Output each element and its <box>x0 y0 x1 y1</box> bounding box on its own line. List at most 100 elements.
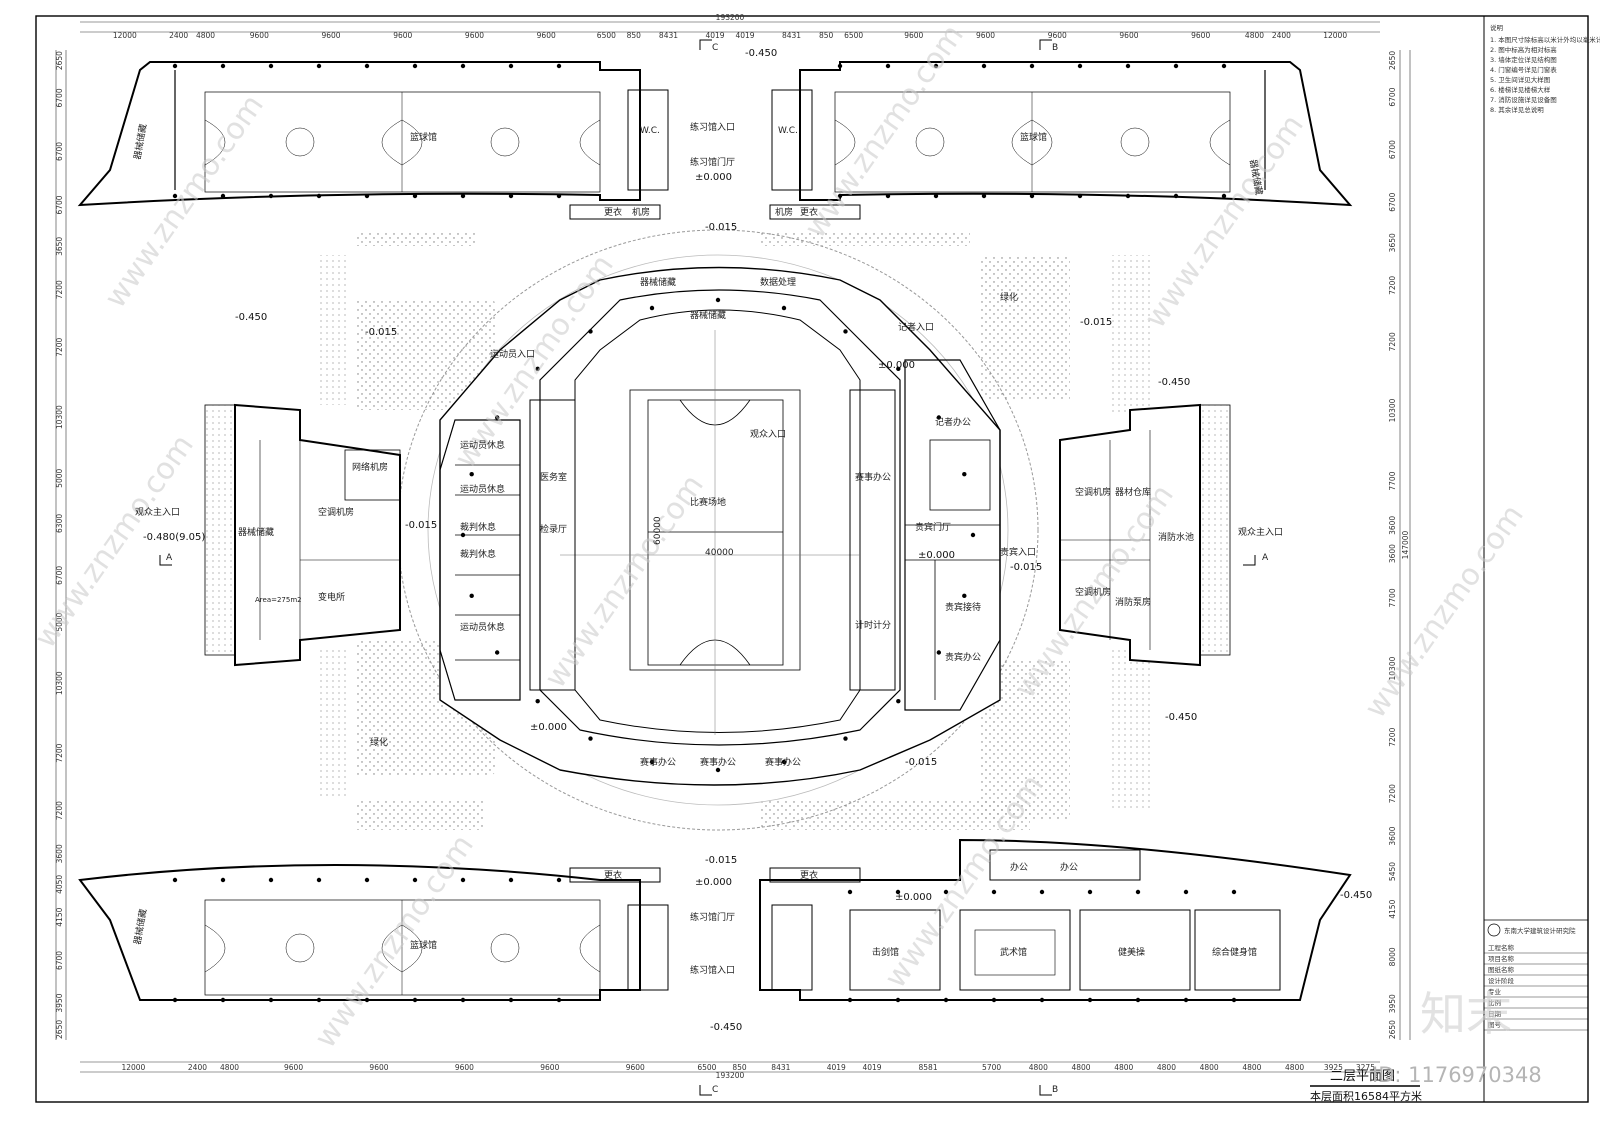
column <box>1183 997 1189 1003</box>
column-grid <box>172 63 1237 1003</box>
label-practice-entry-bottom: 练习馆入口 <box>690 964 735 976</box>
dimension-label: 6500 <box>697 1063 716 1072</box>
label-athlete-rest-3: 运动员休息 <box>460 621 505 633</box>
title-block-row-label: 工程名称 <box>1488 943 1515 952</box>
label-spectator-main-entry-left: 观众主入口 <box>135 506 180 518</box>
dimension-label: 6700 <box>55 951 64 970</box>
column <box>268 193 274 199</box>
column <box>460 877 466 883</box>
dimension-label: 4800 <box>220 1063 239 1072</box>
title-block-row-label: 专业 <box>1488 987 1502 996</box>
label-spectator-main-entry-right: 观众主入口 <box>1238 526 1283 538</box>
column <box>556 193 562 199</box>
top-dimension-chain <box>55 21 1411 1073</box>
label-change-br: 更衣 <box>800 869 818 881</box>
label-wc-tl: W.C. <box>640 126 660 136</box>
dimension-label: 6700 <box>55 88 64 107</box>
dimension-label: 5000 <box>55 612 64 631</box>
dimension-label: 10300 <box>1388 656 1397 680</box>
level-top: -0.450 <box>745 48 777 59</box>
column <box>494 650 500 655</box>
level-top-hall: ±0.000 <box>695 172 732 183</box>
label-machine-tl: 机房 <box>632 206 650 218</box>
title-block-row-label: 图纸名称 <box>1488 965 1515 974</box>
label-general-gym: 综合健身馆 <box>1212 946 1257 958</box>
level-lower-center: -0.015 <box>905 757 937 768</box>
column <box>1221 63 1227 69</box>
dimension-label: 7200 <box>1388 332 1397 351</box>
column <box>896 366 901 372</box>
column <box>715 767 721 773</box>
label-martial: 武术馆 <box>1000 946 1027 958</box>
column <box>508 63 514 69</box>
label-data-proc: 数据处理 <box>760 276 796 288</box>
level-far-right: -0.450 <box>1340 890 1372 901</box>
dimension-label: 9600 <box>393 31 412 40</box>
label-green-right: 绿化 <box>1000 291 1018 303</box>
level-right-inner: -0.015 <box>1080 317 1112 328</box>
column <box>933 63 939 69</box>
label-event-office-e: 赛事办公 <box>855 471 891 483</box>
dimension-label: 3600 <box>1388 826 1397 845</box>
label-ball-hall-tr: 篮球馆 <box>1020 131 1047 143</box>
sheet-area-note: 本层面积16584平方米 <box>1310 1089 1422 1103</box>
dimension-label: 9600 <box>465 31 484 40</box>
dimension-label: 10300 <box>1388 398 1397 422</box>
column <box>460 532 466 538</box>
top-wing <box>77 61 1353 220</box>
note-line-1: 1. 本图尺寸除标高以米计外均以毫米计 <box>1490 35 1600 44</box>
dimension-label: 9600 <box>1191 31 1210 40</box>
dimension-label: 7200 <box>1388 784 1397 803</box>
dimension-label: 9600 <box>1119 31 1138 40</box>
label-spectator-entry: 观众入口 <box>750 429 786 440</box>
column <box>460 997 466 1003</box>
column <box>535 698 540 704</box>
label-equip-store-ring-top: 器械储藏 <box>640 276 676 288</box>
label-event-office-s3: 赛事办公 <box>765 756 801 768</box>
dimension-label: 4800 <box>1157 1063 1176 1072</box>
dimension-label: 5000 <box>55 469 64 488</box>
level-vip: ±0.000 <box>918 550 955 561</box>
column <box>1231 889 1237 895</box>
note-line-6: 6. 楼梯详见楼梯大样 <box>1490 85 1551 94</box>
label-practice-hall-top: 练习馆门厅 <box>690 156 735 168</box>
watermark-10: www.znzmo.com <box>1358 498 1531 724</box>
label-equip-store-left: 器械储藏 <box>238 526 274 538</box>
column <box>649 759 655 765</box>
dimension-label: 3600 <box>1388 544 1397 563</box>
dimension-label: 7200 <box>55 280 64 299</box>
dimension-label: 4800 <box>1200 1063 1219 1072</box>
dimension-label: 3925 <box>1324 1063 1343 1072</box>
label-fire-pump: 消防泵房 <box>1115 596 1151 608</box>
level-bottom: -0.450 <box>710 1022 742 1033</box>
label-fencing: 击剑馆 <box>872 946 899 958</box>
column <box>962 471 967 477</box>
title-block-row-label: 设计阶段 <box>1488 976 1515 985</box>
image-id-text: ID: 1176970348 <box>1372 1063 1542 1087</box>
west-stand-rooms <box>439 399 576 701</box>
dimension-label: 3950 <box>55 993 64 1012</box>
dimension-label: 4019 <box>705 31 724 40</box>
column <box>943 889 949 895</box>
column <box>991 889 997 895</box>
overall-width-dimension: 193200 <box>716 13 745 22</box>
dimension-label: 6300 <box>55 514 64 533</box>
column <box>588 736 593 741</box>
column <box>1221 193 1227 199</box>
label-equip-store-ring-inner: 器械储藏 <box>690 309 726 321</box>
dimension-label: 3950 <box>1388 994 1397 1013</box>
column <box>412 997 418 1003</box>
level-press: ±0.000 <box>878 360 915 371</box>
overall-width-dimension-bottom: 193200 <box>716 1071 745 1080</box>
title-block-row-label: 图号 <box>1488 1021 1502 1029</box>
notes-block: 说明 1. 本图尺寸除标高以米计外均以毫米计 2. 图中标高为相对标高 3. 墙… <box>1490 23 1600 114</box>
column <box>508 997 514 1003</box>
dimension-label: 4800 <box>1029 1063 1048 1072</box>
column <box>469 471 474 477</box>
dimension-label: 12000 <box>121 1063 145 1072</box>
dimension-label: 12000 <box>1323 31 1347 40</box>
column <box>1077 63 1083 69</box>
level-right-plaza: -0.450 <box>1158 377 1190 388</box>
column <box>268 877 274 883</box>
